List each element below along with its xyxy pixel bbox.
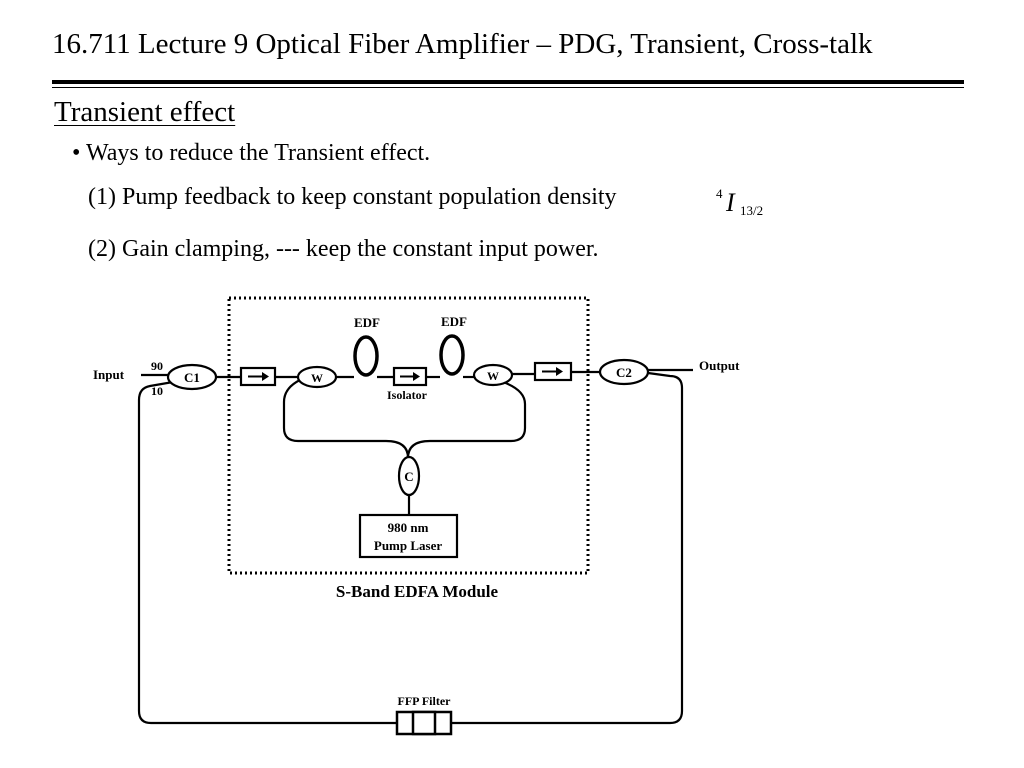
feedback-loop — [137, 371, 684, 725]
coupler-c2 — [598, 358, 650, 386]
wdm-coupler-1-label: W — [311, 371, 323, 385]
population-level-formula: 4 I 13/2 — [716, 186, 776, 220]
section-heading: Transient effect — [54, 96, 236, 128]
input-isolator-arrow-icon — [248, 372, 269, 381]
list-item-gain-clamping: (2) Gain clamping, --- keep the constant… — [88, 236, 599, 262]
pump-laser-wavelength: 980 nm — [388, 520, 429, 535]
pump-branch-left — [282, 379, 410, 459]
formula-base: I — [726, 188, 735, 217]
wdm-coupler-2 — [472, 363, 514, 387]
mid-isolator-arrow-icon — [400, 372, 420, 381]
edf-2-label: EDF — [441, 314, 467, 329]
edf-1-label: EDF — [354, 315, 380, 330]
ffp-filter-label: FFP Filter — [398, 694, 452, 708]
wdm-coupler-1 — [296, 365, 338, 389]
edfa-module-box — [227, 296, 590, 575]
module-label: S-Band EDFA Module — [336, 582, 499, 601]
coupler-c1 — [166, 363, 218, 391]
edf-2-coil — [439, 334, 465, 376]
bullet-point: • Ways to reduce the Transient effect. — [72, 140, 431, 166]
wdm-coupler-2-label: W — [487, 369, 499, 383]
ffp-filter — [395, 710, 453, 736]
slide-title: 16.711 Lecture 9 Optical Fiber Amplifier… — [52, 28, 873, 60]
pump-branch-right — [406, 380, 527, 459]
formula-subscript: 13/2 — [740, 203, 764, 218]
coupler-c2-label: C2 — [616, 365, 632, 380]
formula-superscript: 4 — [716, 186, 723, 201]
input-label: Input — [93, 367, 125, 382]
list-item-pump-feedback: (1) Pump feedback to keep constant popul… — [88, 184, 617, 210]
signal-path — [141, 368, 693, 379]
split-ratio-10: 10 — [151, 384, 163, 398]
output-label: Output — [699, 358, 740, 373]
pump-coupler-label: C — [404, 469, 413, 484]
coupler-c1-label: C1 — [184, 370, 200, 385]
split-ratio-90: 90 — [151, 359, 163, 373]
pump-laser — [358, 513, 459, 559]
edf-1-coil — [353, 335, 379, 377]
title-rule-thick — [52, 80, 964, 84]
pump-laser-label: Pump Laser — [374, 538, 442, 553]
output-isolator-arrow-icon — [542, 367, 563, 376]
isolator-label: Isolator — [387, 388, 428, 402]
pump-coupler — [397, 455, 421, 497]
title-rule-thin — [52, 87, 964, 88]
